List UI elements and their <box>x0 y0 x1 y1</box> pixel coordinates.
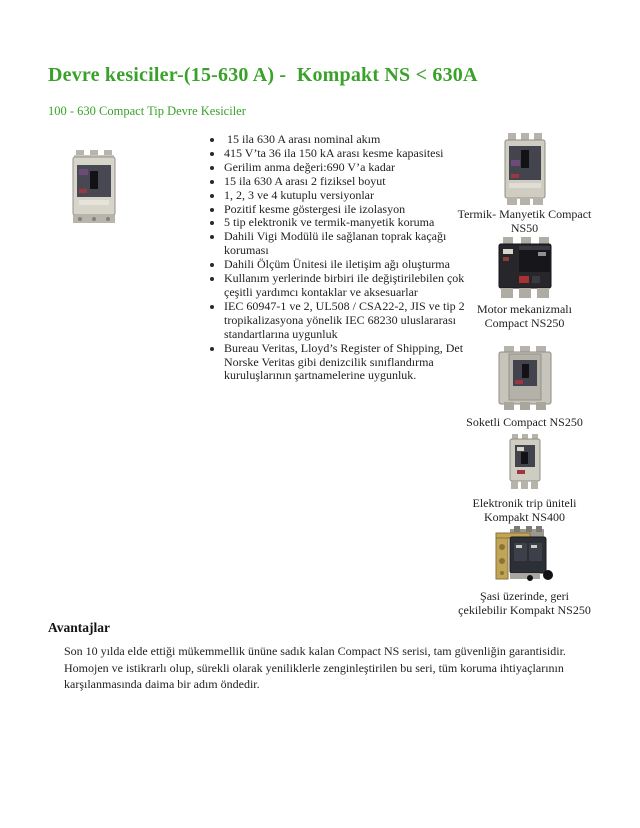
product-caption: Soketli Compact NS250 <box>466 415 583 429</box>
feature-item: 1, 2, 3 ve 4 kutuplu versiyonlar <box>207 188 469 203</box>
feature-item: Dahili Ölçüm Ünitesi ile iletişim ağı ol… <box>207 257 469 272</box>
breaker-motor-mekanizmali-ns250-image <box>498 237 551 298</box>
feature-list: 15 ila 630 A arası nominal akım 415 V’ta… <box>207 132 469 384</box>
breaker-soketli-ns250-image <box>498 346 551 410</box>
feature-item: Pozitif kesme göstergesi ile izolasyon <box>207 202 469 217</box>
circuit-breaker-photo <box>72 150 116 223</box>
product-figure-soketli-ns250: Soketli Compact NS250 <box>437 344 612 430</box>
product-caption: Termik- Manyetik Compact NS50 <box>457 207 592 235</box>
advantages-heading: Avantajlar <box>48 620 110 635</box>
breaker-sasi-uzerinde-ns250-image <box>495 526 553 581</box>
advantages-paragraph: Son 10 yılda elde ettiği mükemmellik ünü… <box>64 644 566 692</box>
product-caption: Elektronik trip üniteli Kompakt NS400 <box>472 496 577 524</box>
product-figure-sasi-ns250: Şasi üzerinde, geri çekilebilir Kompakt … <box>437 525 612 617</box>
feature-item: IEC 60947-1 ve 2, UL508 / CSA22-2, JIS v… <box>207 299 469 342</box>
feature-item: Bureau Veritas, Lloyd’s Register of Ship… <box>207 341 469 384</box>
feature-item: 15 ila 630 A arası nominal akım <box>207 132 469 147</box>
feature-item: 15 ila 630 A arası 2 fiziksel boyut <box>207 174 469 189</box>
breaker-elektronik-ns400-image <box>509 434 540 489</box>
product-figure-motor-ns250: Motor mekanizmalı Compact NS250 <box>437 236 612 330</box>
product-caption: Şasi üzerinde, geri çekilebilir Kompakt … <box>458 589 591 617</box>
main-product-image <box>66 149 122 230</box>
feature-item: Dahili Vigi Modülü ile sağlanan toprak k… <box>207 229 469 258</box>
product-figure-elektronik-ns400: Elektronik trip üniteli Kompakt NS400 <box>437 433 612 524</box>
feature-item: 415 V’ta 36 ila 150 kA arası kesme kapas… <box>207 146 469 161</box>
page-title: Devre kesiciler-(15-630 A) - Kompakt NS … <box>48 64 478 86</box>
product-figure-ns50: Termik- Manyetik Compact NS50 <box>437 133 612 235</box>
feature-item: 5 tip elektronik ve termik-manyetik koru… <box>207 216 469 230</box>
feature-item: Kullanım yerlerinde birbiri ile değiştir… <box>207 271 469 300</box>
feature-item: Gerilim anma değeri:690 V’a kadar <box>207 160 469 175</box>
page-subtitle: 100 - 630 Compact Tip Devre Kesiciler <box>48 104 246 118</box>
breaker-termik-manyetik-ns50-image <box>504 133 545 205</box>
product-caption: Motor mekanizmalı Compact NS250 <box>477 302 572 330</box>
